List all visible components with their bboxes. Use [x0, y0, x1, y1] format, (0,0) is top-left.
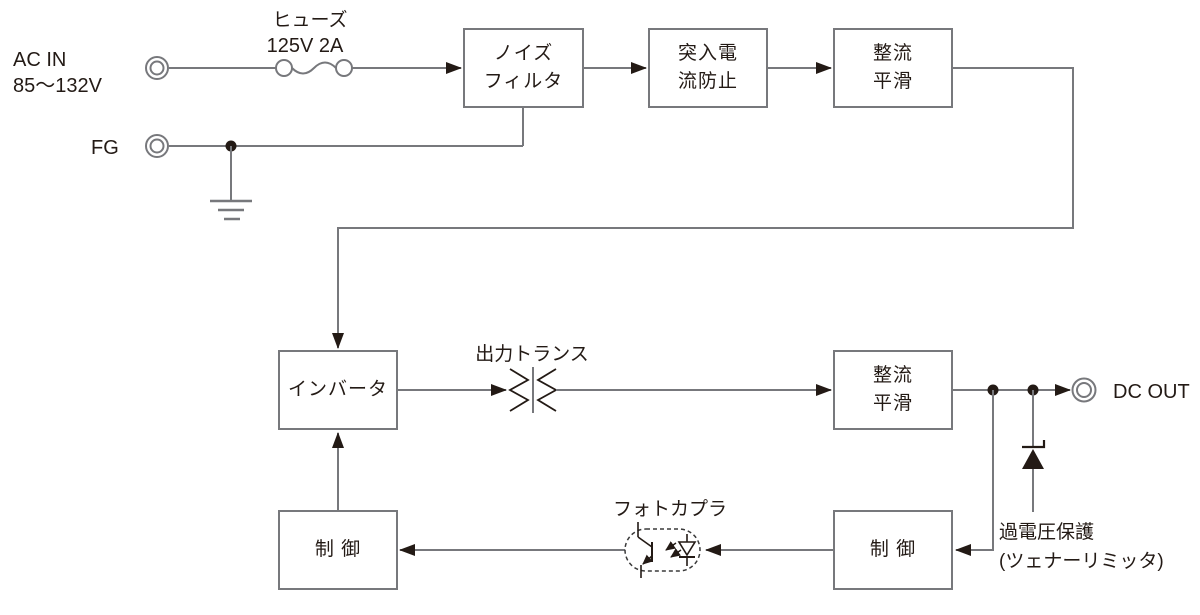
block-label: 整流: [872, 365, 913, 386]
fg-label: FG: [91, 137, 119, 159]
fuse-rating-label: 125V 2A: [266, 35, 344, 57]
block-label: ノイズ: [493, 43, 554, 64]
zener-diode-icon: [1022, 440, 1046, 512]
photocoupler-icon: [624, 522, 701, 578]
dc-out-connector-icon: [1071, 377, 1097, 403]
block-control-left: 制 御: [278, 510, 398, 590]
dc-out-label: DC OUT: [1113, 381, 1190, 403]
block-rectify-smooth-input: 整流 平滑: [833, 28, 953, 108]
ovp-title: 過電圧保護: [999, 522, 1095, 543]
block-noise-filter: ノイズ フィルタ: [463, 28, 584, 108]
photocoupler-label: フォトカプラ: [612, 499, 728, 520]
wire-rectify-to-inverter: [332, 67, 1074, 349]
block-label: インバータ: [287, 379, 388, 400]
ac-in-voltage-range: 85～132V: [13, 75, 102, 97]
ovp-subtitle: (ツェナーリミッタ): [999, 551, 1164, 572]
fuse-icon: [275, 59, 353, 77]
ac-in-label: AC IN 85～132V: [13, 47, 102, 99]
transformer-label: 出力トランス: [475, 344, 589, 365]
block-label: フィルタ: [483, 71, 564, 92]
ac-in-connector-icon: [145, 56, 169, 80]
fuse-label: ヒューズ: [272, 10, 348, 31]
block-label: 平滑: [872, 393, 913, 414]
ground-icon: [210, 199, 252, 221]
fg-connector-icon: [145, 134, 169, 158]
block-label: 平滑: [872, 71, 913, 92]
block-inrush-prevention: 突入電 流防止: [648, 28, 768, 108]
block-rectify-smooth-output: 整流 平滑: [833, 350, 953, 430]
block-control-right: 制 御: [833, 510, 953, 590]
block-label: 整流: [872, 43, 913, 64]
ac-in-title: AC IN: [13, 49, 67, 71]
block-inverter: インバータ: [278, 350, 398, 430]
block-label: 突入電: [677, 43, 738, 64]
transformer-icon: [508, 367, 558, 413]
wire-feedback-to-control: [955, 390, 994, 556]
block-label: 制 御: [314, 539, 362, 560]
ovp-label: 過電圧保護 (ツェナーリミッタ): [999, 518, 1164, 576]
block-label: 制 御: [869, 539, 917, 560]
block-label: 流防止: [677, 71, 738, 92]
